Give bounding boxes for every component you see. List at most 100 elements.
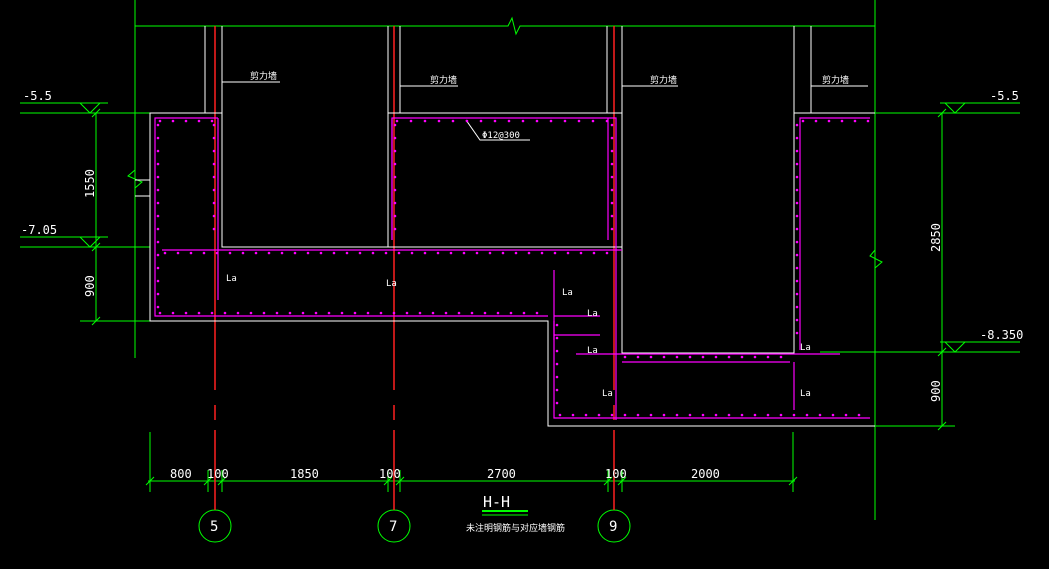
rebar-dot	[262, 311, 266, 315]
rebar-dot	[555, 336, 559, 340]
inner-cavity-right	[621, 113, 795, 354]
rebar-dot	[212, 227, 216, 231]
rebar-dot	[555, 388, 559, 392]
rebar-dot	[605, 251, 609, 255]
rebar-dot	[156, 136, 160, 140]
rebar-dot	[483, 311, 487, 315]
rebar-dot	[423, 251, 427, 255]
drawing-labels: -5.5 -7.05 -5.5 -8.350 1550 900 2850 900…	[21, 70, 1023, 535]
rebar-dot	[610, 201, 614, 205]
rebar-dot	[184, 311, 188, 315]
rebar-dot	[156, 227, 160, 231]
rebar-dot	[212, 214, 216, 218]
dim-bottom-5: 100	[605, 467, 627, 481]
rebar-dot	[795, 253, 799, 257]
rebar-dot	[558, 413, 562, 417]
rebar-dot	[795, 123, 799, 127]
rebar-dot	[857, 413, 861, 417]
rebar-dot	[241, 251, 245, 255]
rebar-dot	[496, 311, 500, 315]
rebar-dot	[795, 175, 799, 179]
rebar-dot	[753, 355, 757, 359]
rebar-dot	[327, 311, 331, 315]
rebar-dot	[753, 413, 757, 417]
right-break-mark	[869, 249, 883, 269]
rebar-dot	[210, 311, 214, 315]
dim-bottom-3: 100	[379, 467, 401, 481]
rebar-dot	[163, 251, 167, 255]
rebar-dot	[212, 201, 216, 205]
rebar-dot	[701, 413, 705, 417]
rebar-dot	[501, 251, 505, 255]
rebar-dot	[818, 413, 822, 417]
rebar-dot	[766, 355, 770, 359]
rebar-dot	[189, 251, 193, 255]
section-title: H-H	[483, 493, 510, 511]
rebar-dot	[393, 162, 397, 166]
rebar-dot	[740, 355, 744, 359]
rebar-dot	[301, 311, 305, 315]
wall-label-3: 剪力墙	[650, 74, 677, 86]
top-break-line	[135, 16, 875, 36]
rebar-dot	[591, 119, 595, 123]
rebar-dot	[410, 251, 414, 255]
elev-right-low-triangle	[944, 341, 966, 353]
rebar-dot	[293, 251, 297, 255]
dimension-lines	[20, 0, 1020, 543]
rebar-dot	[470, 311, 474, 315]
rebar-dot	[171, 311, 175, 315]
rebar-dot	[795, 292, 799, 296]
rebar-dot	[555, 401, 559, 405]
rebar-dot	[465, 119, 469, 123]
dim-bottom-4: 2700	[487, 467, 516, 481]
rebar-dot	[353, 311, 357, 315]
rebar-dot	[176, 251, 180, 255]
dim-bottom-1: 100	[207, 467, 229, 481]
rebar-dot	[795, 136, 799, 140]
rebar-dot	[267, 251, 271, 255]
rebar-dot	[555, 375, 559, 379]
axis-label-9: 9	[609, 519, 617, 535]
elev-left-top-text: -5.5	[23, 89, 52, 103]
rebar-dot	[535, 119, 539, 123]
rebar-dot	[249, 311, 253, 315]
rebar-dot	[156, 266, 160, 270]
rebar-dot	[462, 251, 466, 255]
dim-bottom-2: 1850	[290, 467, 319, 481]
rebar-dot	[795, 162, 799, 166]
rebar-dot	[795, 331, 799, 335]
rebar-dot	[688, 413, 692, 417]
rebar-dot	[636, 355, 640, 359]
left-break-mark	[127, 169, 143, 189]
anchor-label-8: La	[800, 389, 811, 399]
rebar-dot	[212, 123, 216, 127]
rebar-dot	[727, 355, 731, 359]
elev-right-top-triangle	[944, 102, 966, 114]
rebar-dot	[393, 175, 397, 179]
rebar-dot	[636, 413, 640, 417]
rebar-dot	[514, 251, 518, 255]
rebar-dot	[371, 251, 375, 255]
rebar-dot	[379, 311, 383, 315]
rebar-dot	[605, 119, 609, 123]
structure-outline	[135, 26, 875, 427]
rebar-dot	[288, 311, 292, 315]
dim-right-upper: 2850	[929, 223, 943, 252]
rebar-dot	[212, 136, 216, 140]
rebar-dot	[610, 149, 614, 153]
rebar-dot	[212, 149, 216, 153]
rebar-dot	[610, 214, 614, 218]
rebar-dot	[840, 119, 844, 123]
rebar-dot	[866, 119, 870, 123]
rebar-dot	[158, 311, 162, 315]
rebar-dot	[688, 355, 692, 359]
rebar-dot	[332, 251, 336, 255]
rebar-dot	[714, 413, 718, 417]
rebar-dot	[475, 251, 479, 255]
rebar-dot	[740, 413, 744, 417]
rebar-dot	[844, 413, 848, 417]
rebar-dot	[540, 251, 544, 255]
rebar-note-leader	[465, 119, 530, 141]
elev-left-top-triangle	[79, 102, 101, 114]
